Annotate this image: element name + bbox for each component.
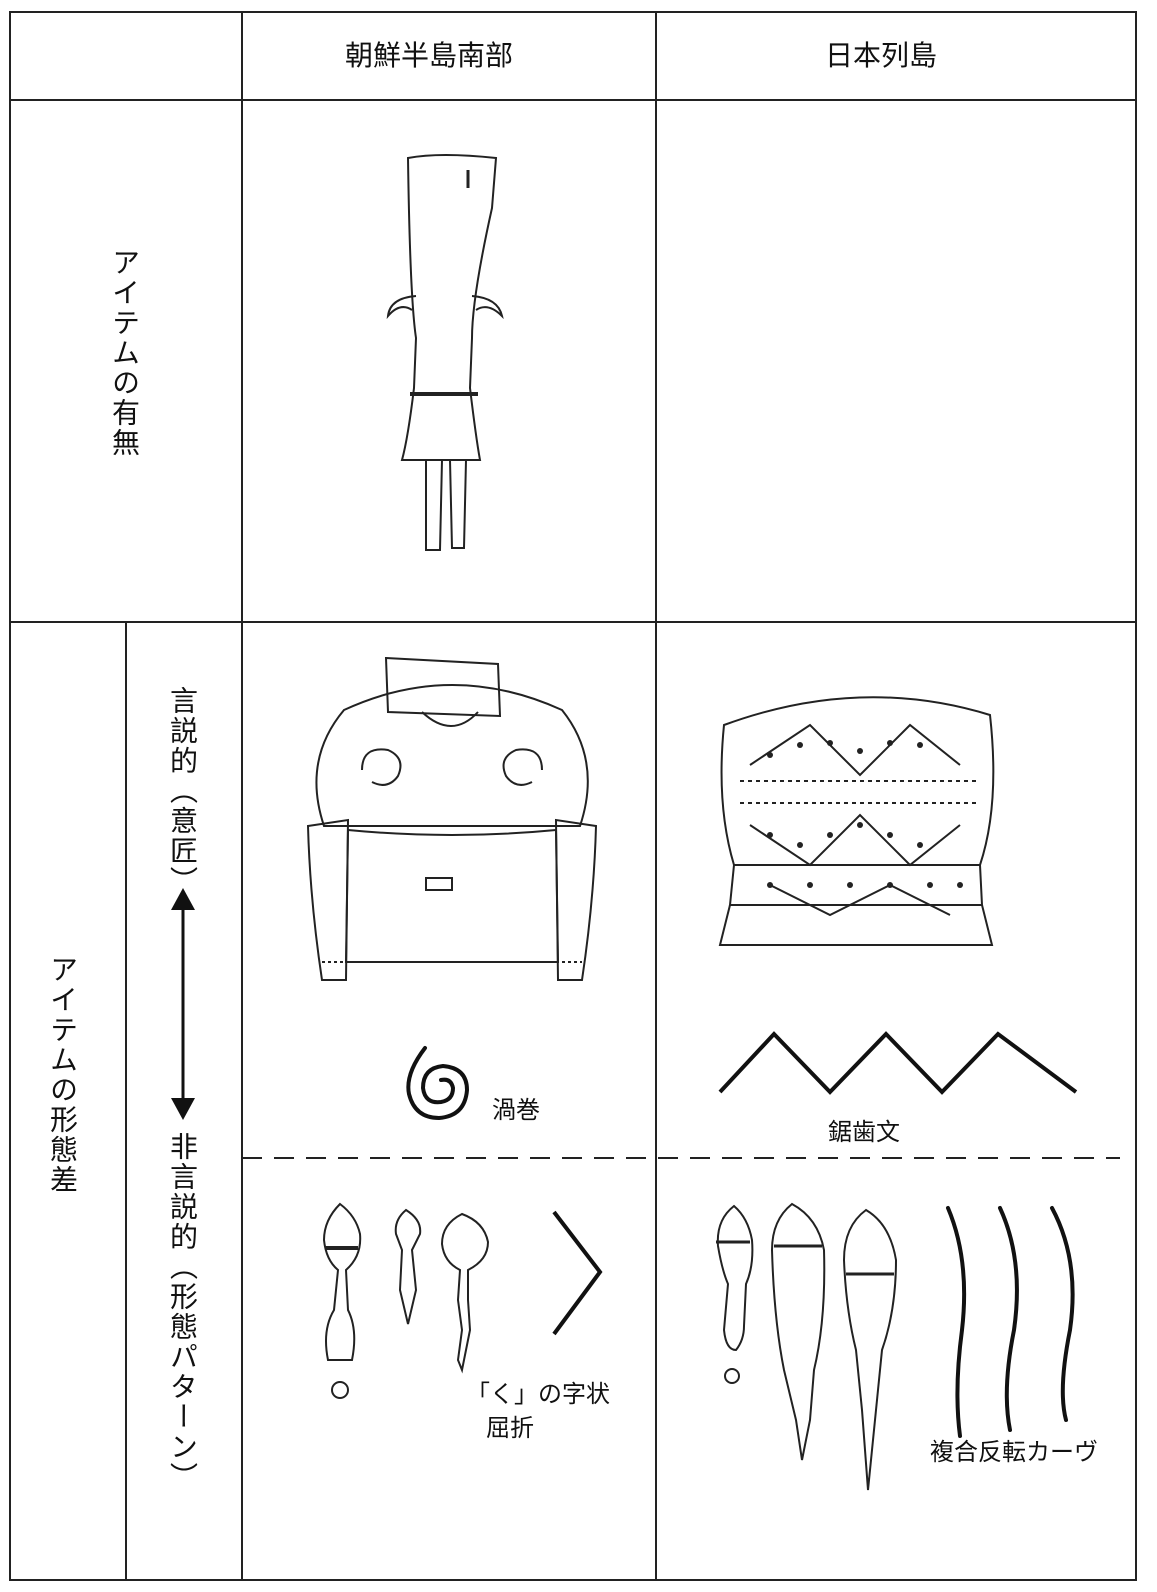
axis-label-discursive: 言説的（意匠） (166, 686, 199, 896)
axis-label-non-discursive: 非言説的（形態パターン） (166, 1132, 199, 1492)
row-label-presence: アイテムの有無 (108, 248, 141, 458)
label-ku-shape-line1: 「く」の字状 (466, 1380, 610, 1408)
double-arrow-icon (171, 888, 195, 1120)
korea-armour-drawing (306, 656, 598, 981)
column-header-japan: 日本列島 (825, 39, 938, 72)
japan-arrowheads-drawing (716, 1202, 898, 1491)
label-ku-shape-line2: 屈折 (486, 1414, 534, 1442)
column-header-korea: 朝鮮半島南部 (345, 39, 514, 72)
row-label-morphology: アイテムの形態差 (46, 955, 79, 1195)
korea-arrowheads-drawing (322, 1202, 490, 1399)
label-spiral: 渦巻 (492, 1096, 540, 1124)
label-compound-curve: 複合反転カーヴ (930, 1438, 1098, 1466)
spiral-motif-icon (406, 1046, 470, 1121)
chevron-bend-icon (552, 1210, 603, 1336)
korea-crown-drawing (386, 154, 504, 551)
japan-armour-drawing (718, 696, 995, 946)
label-sawtooth: 鋸歯文 (828, 1118, 900, 1146)
sawtooth-motif-icon (718, 1031, 1078, 1095)
reverse-curve-icon (946, 1206, 1075, 1438)
